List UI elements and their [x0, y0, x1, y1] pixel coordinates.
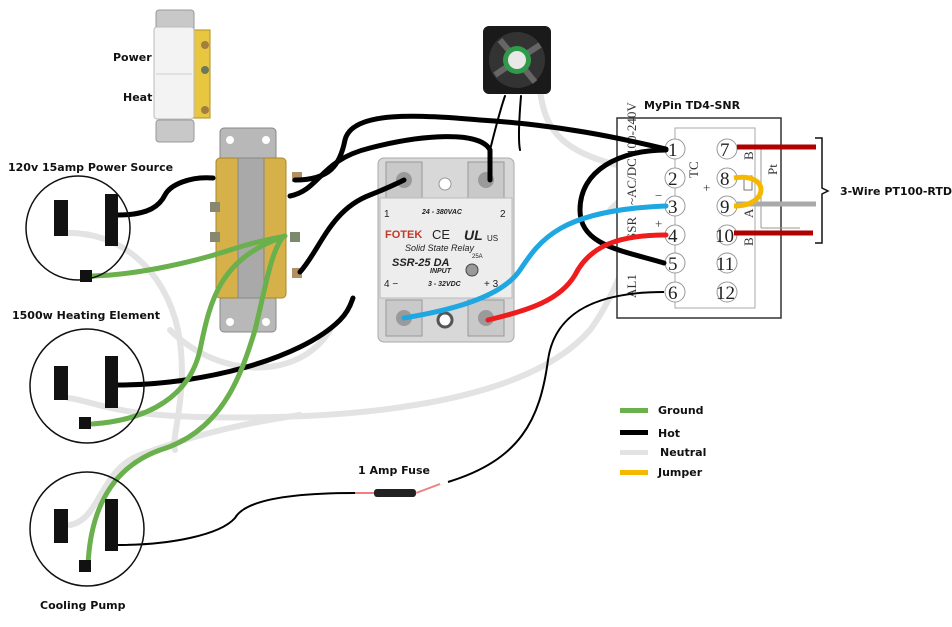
hot-wire-fan-ssr [489, 95, 506, 151]
hot-wire-ssr-to-heater [115, 295, 356, 388]
controller-b-top-label: B [741, 151, 756, 160]
controller-ssr-minus-label: − [655, 188, 662, 203]
ground-wire-heater [89, 235, 283, 427]
hot-wire-fan [517, 95, 522, 151]
controller-ssr-label: SSR [624, 217, 639, 240]
double-switch-icon [153, 9, 211, 143]
terminal-11: 11 [716, 252, 738, 275]
controller-alarm-label: AL1 [624, 274, 639, 298]
ssr-terminal-2: 2 [500, 209, 506, 220]
hot-wire-fuse-to-controller [447, 291, 665, 483]
rtd-label: 3-Wire PT100-RTD [840, 185, 952, 198]
hot-wire-pump-to-fuse [117, 492, 356, 546]
svg-text:Neutral: Neutral [660, 446, 706, 459]
ssr-input-label: INPUT [430, 268, 452, 275]
rtd-wires [733, 144, 816, 236]
fuse-lead-right [415, 483, 441, 494]
ssr-input-range: 3 - 32VDC [428, 281, 462, 288]
ssr-us-mark: US [487, 234, 498, 243]
terminal-6: 6 [664, 281, 686, 304]
ssr-output-range: 24 - 380VAC [421, 209, 463, 216]
svg-text:Hot: Hot [658, 427, 680, 440]
power-source-label: 120v 15amp Power Source [8, 161, 173, 174]
controller-b-bottom-label: B [741, 237, 756, 246]
svg-text:Jumper: Jumper [657, 466, 703, 479]
svg-text:8: 8 [720, 169, 730, 190]
hot-wire-source-to-switch [115, 175, 216, 218]
ssr-terminal-1: 1 [384, 209, 390, 220]
svg-text:12: 12 [716, 283, 735, 304]
ground-wires [85, 233, 288, 568]
rtd-bracket [815, 137, 830, 244]
cooling-pump-label: Cooling Pump [40, 599, 126, 612]
ssr-terminal-3: + 3 [484, 279, 499, 290]
terminal-12: 12 [716, 281, 738, 304]
svg-text:6: 6 [668, 283, 678, 304]
wall-switch-icon [210, 127, 302, 333]
terminal-4: 4 [664, 224, 686, 247]
ssr-rating: 25A [472, 254, 483, 260]
jumper-wire [733, 174, 764, 209]
cooling-fan-icon [483, 26, 551, 94]
controller-plus-label: + [703, 180, 710, 195]
svg-text:5: 5 [668, 254, 678, 275]
ssr-brand: FOTEK [385, 229, 422, 241]
legend-item-hot: Hot [620, 427, 680, 440]
power-switch-label: Power [113, 51, 152, 64]
solid-state-relay [377, 157, 515, 343]
controller-tc-label: TC [686, 161, 701, 178]
svg-text:1: 1 [668, 140, 678, 161]
controller-right-terminals: 7 8 9 10 11 12 [715, 138, 738, 304]
ssr-subtitle: Solid State Relay [405, 243, 475, 253]
hot-wires [115, 95, 669, 388]
hot-wire-controller-loop [577, 147, 669, 266]
ground-wire-pump [85, 235, 285, 568]
svg-text:4: 4 [668, 226, 678, 247]
ssr-control-wire-negative [401, 203, 669, 321]
outlet-heating-element [29, 328, 145, 444]
legend: Ground Hot Neutral Jumper [620, 404, 706, 479]
fuse-label: 1 Amp Fuse [358, 464, 430, 477]
svg-text:10: 10 [715, 226, 734, 247]
heating-element-label: 1500w Heating Element [12, 309, 160, 322]
outlet-cooling-pump [29, 471, 145, 587]
ssr-model: SSR-25 DA [392, 257, 450, 269]
ssr-ul-mark: UL [464, 227, 483, 243]
neutral-wire-switch [167, 327, 333, 371]
svg-text:Ground: Ground [658, 404, 704, 417]
heat-switch-label: Heat [123, 91, 152, 104]
svg-text:11: 11 [716, 254, 734, 275]
legend-item-jumper: Jumper [620, 466, 703, 479]
hot-wire-switch-to-ssr [287, 134, 493, 199]
terminal-10: 10 [715, 224, 738, 247]
controller-a-label: A [741, 208, 756, 218]
ssr-control-wire-positive [485, 232, 669, 323]
svg-text:9: 9 [720, 197, 730, 218]
svg-text:7: 7 [720, 140, 730, 161]
outlet-power-source [25, 175, 131, 282]
svg-text:3: 3 [668, 197, 678, 218]
neutral-wires [59, 87, 671, 528]
ssr-cert: CE [432, 227, 450, 242]
terminal-2: 2 [664, 167, 686, 190]
hot-wire-switch2-to-ssr [297, 177, 407, 275]
controller-left-terminals: 1 2 3 4 5 6 [664, 138, 686, 304]
controller-ssr-plus-label: + [655, 216, 662, 231]
legend-item-ground: Ground [620, 404, 704, 417]
svg-text:2: 2 [668, 169, 678, 190]
neutral-wire-pump [67, 412, 303, 528]
legend-item-neutral: Neutral [620, 446, 706, 459]
ssr-terminal-4: 4 − [384, 279, 398, 290]
controller-title: MyPin TD4-SNR [644, 99, 741, 112]
neutral-wire-fan [537, 87, 643, 173]
fuse-icon [374, 489, 416, 497]
controller-pt-label: Pt [765, 164, 780, 175]
